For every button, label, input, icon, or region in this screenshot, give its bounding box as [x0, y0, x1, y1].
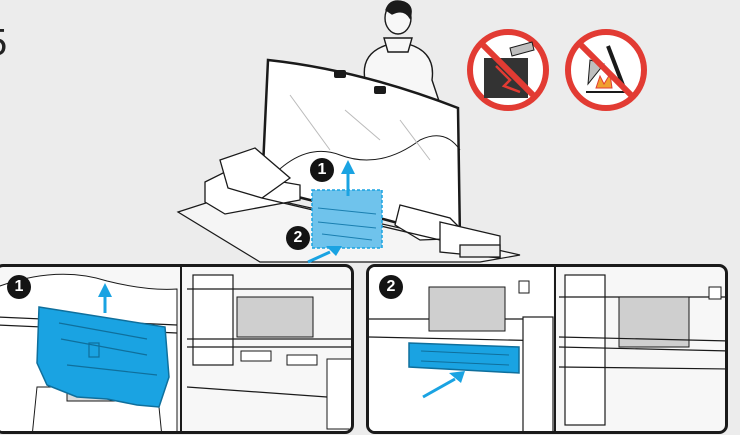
highlighted-protector-panel-a — [36, 306, 170, 408]
callout-step-2-main: 2 — [286, 226, 310, 250]
callout-step-1-main: 1 — [310, 158, 334, 182]
slide-arrow-panel-b — [422, 371, 465, 399]
detail-panel-step-1: 1 — [0, 264, 354, 434]
slide-arrow-main — [307, 246, 342, 264]
callout-panel-1: 1 — [7, 275, 31, 299]
detail-panel-step-2: 2 — [366, 264, 728, 434]
packing-box-base — [204, 147, 501, 259]
highlighted-protector-main — [311, 189, 383, 249]
highlighted-protector-panel-b — [408, 342, 520, 374]
lift-arrow-panel-a — [98, 283, 112, 313]
step-number: 5 — [0, 22, 7, 65]
panel-a-drawing — [0, 267, 351, 431]
no-tool-prying-icon — [565, 29, 647, 111]
main-scene — [176, 0, 647, 264]
no-knife-cutting-icon — [467, 29, 549, 111]
lift-arrow-main — [341, 160, 355, 196]
panel-b-drawing — [369, 267, 725, 431]
callout-panel-2: 2 — [379, 275, 403, 299]
